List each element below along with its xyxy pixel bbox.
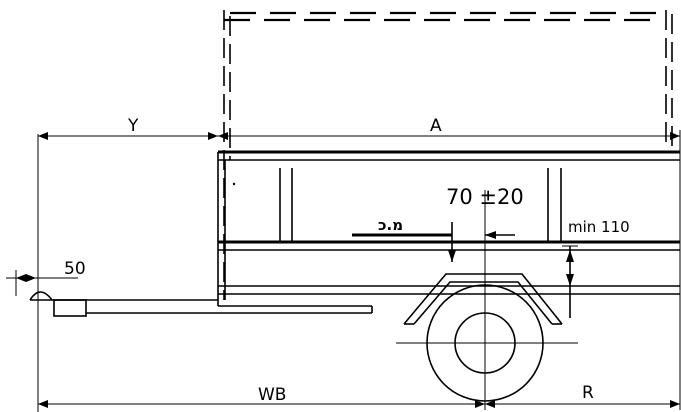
- trailer-body: [217, 150, 680, 306]
- wheel-assembly: [396, 190, 578, 410]
- label-center-of-gravity: מ.כ: [378, 216, 403, 234]
- label-min-height: min 110: [568, 218, 630, 236]
- label-tolerance: 70 ±20: [446, 185, 524, 209]
- label-a: A: [430, 116, 442, 136]
- label-y: Y: [127, 116, 139, 136]
- drawbar: [29, 291, 373, 317]
- label-rear-overhang: R: [582, 383, 594, 403]
- label-hitch-offset: 50: [64, 259, 86, 279]
- cover-outline: [223, 10, 673, 300]
- dimension-lines: [6, 130, 681, 412]
- label-wheelbase: WB: [258, 385, 286, 405]
